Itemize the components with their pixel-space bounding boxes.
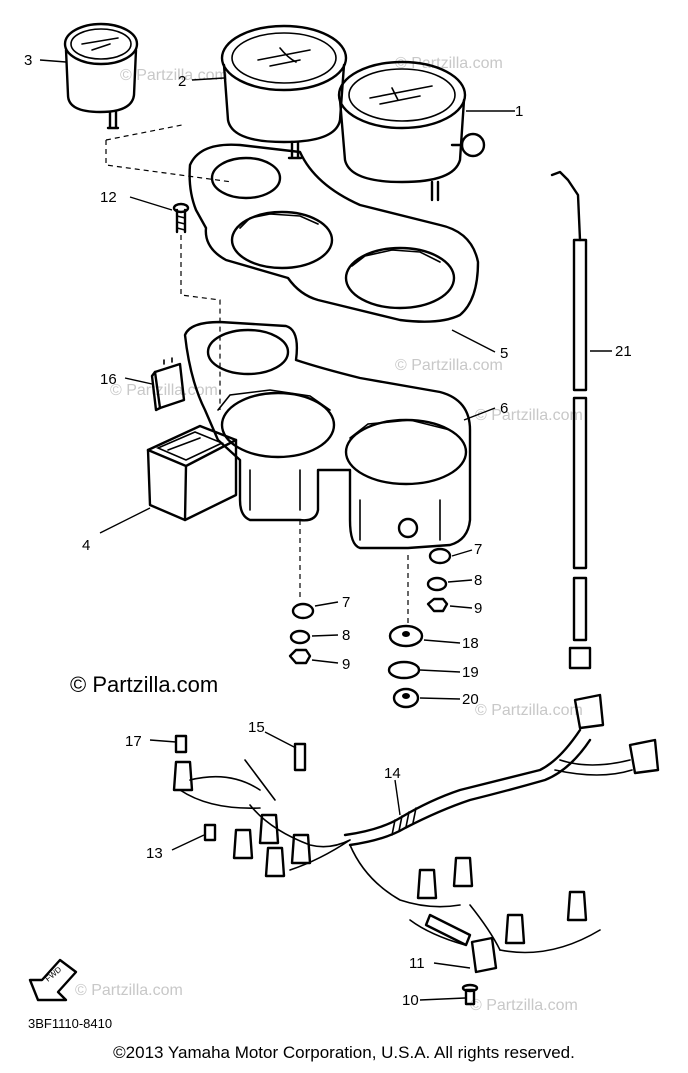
screw-part-12 — [172, 202, 190, 234]
callout-8: 8 — [342, 627, 350, 644]
callout-3: 3 — [24, 52, 32, 69]
copyright-footer: ©2013 Yamaha Motor Corporation, U.S.A. A… — [113, 1043, 575, 1062]
callout-14: 14 — [384, 765, 401, 782]
callout-1: 1 — [515, 103, 523, 120]
upper-bracket-part-5 — [188, 143, 480, 323]
callout-labels: 1 2 3 4 5 6 7 8 9 10 11 12 13 14 15 16 1… — [24, 52, 632, 1009]
callout-18: 18 — [462, 635, 479, 652]
speedometer-part-2 — [220, 24, 348, 160]
watermark: © Partzilla.com — [75, 982, 183, 999]
watermark: © Partzilla.com — [470, 997, 578, 1014]
watermark: © Partzilla.com — [475, 407, 583, 424]
callout-2: 2 — [178, 73, 186, 90]
callout-8-right: 8 — [474, 572, 482, 589]
small-fasteners — [174, 734, 479, 1006]
callout-13: 13 — [146, 845, 163, 862]
callout-9-right: 9 — [474, 600, 482, 617]
grommets-and-nuts — [288, 547, 452, 709]
watermarks: © Partzilla.com © Partzilla.com © Partzi… — [70, 55, 583, 1014]
callout-7: 7 — [342, 594, 350, 611]
fwd-arrow: FWD — [28, 958, 78, 1002]
callout-12: 12 — [100, 189, 117, 206]
bulb-sockets — [172, 760, 588, 974]
callout-10: 10 — [402, 992, 419, 1009]
indicator-box-part-4 — [146, 424, 238, 522]
callout-20: 20 — [462, 691, 479, 708]
part-code: 3BF1110-8410 — [28, 1016, 112, 1031]
callout-15: 15 — [248, 719, 265, 736]
callout-16: 16 — [100, 371, 117, 388]
callout-6: 6 — [500, 400, 508, 417]
watermark: © Partzilla.com — [110, 382, 218, 399]
callout-9: 9 — [342, 656, 350, 673]
fwd-label: FWD — [44, 965, 64, 984]
callout-4: 4 — [82, 537, 90, 554]
callout-19: 19 — [462, 664, 479, 681]
small-gauge-part-3 — [63, 22, 139, 130]
callout-21: 21 — [615, 343, 632, 360]
wire-harness-part-14 — [179, 693, 660, 954]
watermark-main: © Partzilla.com — [70, 672, 218, 697]
meter-part-1 — [337, 60, 486, 202]
watermark: © Partzilla.com — [395, 357, 503, 374]
callout-11: 11 — [409, 955, 425, 972]
leader-lines — [39, 59, 612, 1001]
speedometer-cable-part-21 — [550, 170, 592, 670]
callout-5: 5 — [500, 345, 508, 362]
relay-part-16 — [150, 357, 186, 412]
watermark: © Partzilla.com — [395, 55, 503, 72]
watermark: © Partzilla.com — [475, 702, 583, 719]
callout-7-right: 7 — [474, 541, 482, 558]
callout-17: 17 — [125, 733, 142, 750]
lower-bracket-part-6 — [183, 320, 472, 550]
